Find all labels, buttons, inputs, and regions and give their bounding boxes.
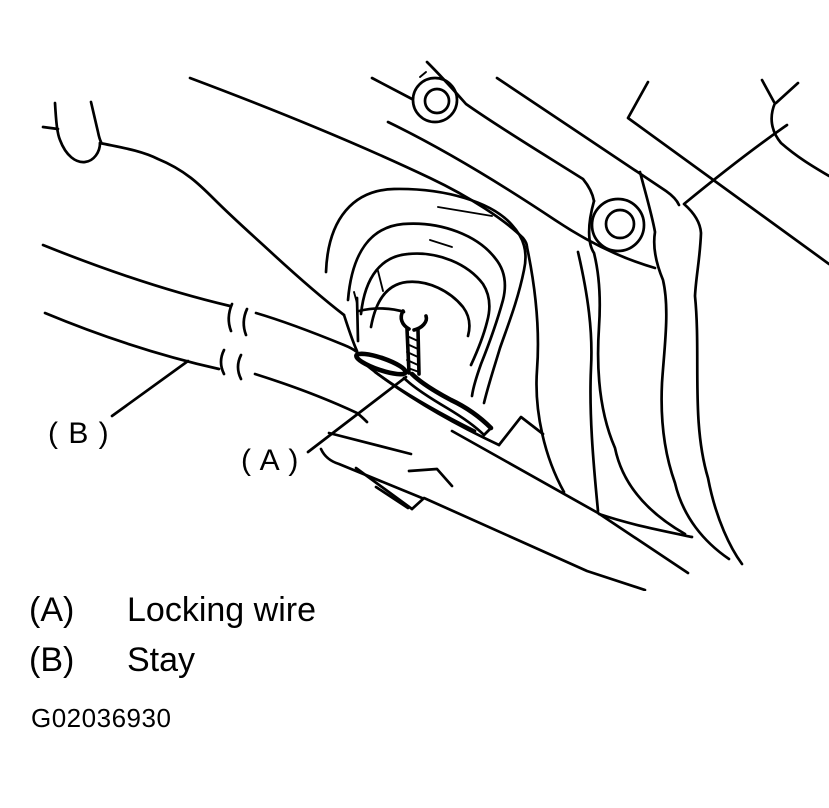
bolt-hole-lower [590, 197, 646, 253]
legend: (A) Locking wire (B) Stay [0, 591, 829, 691]
figure-id: G02036930 [31, 703, 172, 733]
flange-ridge-lines [370, 60, 829, 270]
legend-label-b: Stay [127, 641, 196, 679]
legend-key-b: (B) [29, 641, 75, 679]
legend-row-b: (B) Stay [0, 641, 829, 691]
plug-cap-outline [355, 270, 545, 447]
flange-arm-lines [638, 78, 829, 566]
leader-line-b [110, 359, 190, 418]
technical-line-drawing: ( B ) ( A ) [41, 60, 829, 591]
stay-bracket [319, 431, 454, 511]
stay-tube [41, 243, 690, 591]
hose-end-outline [41, 100, 103, 164]
legend-key-a: (A) [29, 591, 75, 629]
bolt-hole-upper [411, 71, 459, 124]
legend-row-a: (A) Locking wire [0, 591, 829, 641]
boss-dome-arcs [324, 187, 527, 405]
legend-label-a: Locking wire [127, 591, 316, 629]
casting-contour-lines [525, 199, 694, 539]
leader-line-a [306, 375, 408, 454]
locking-wire [354, 309, 494, 437]
diagram-label-b: ( B ) [48, 417, 110, 450]
housing-edge-lines [98, 76, 529, 353]
diagram-label-a: ( A ) [241, 444, 299, 477]
